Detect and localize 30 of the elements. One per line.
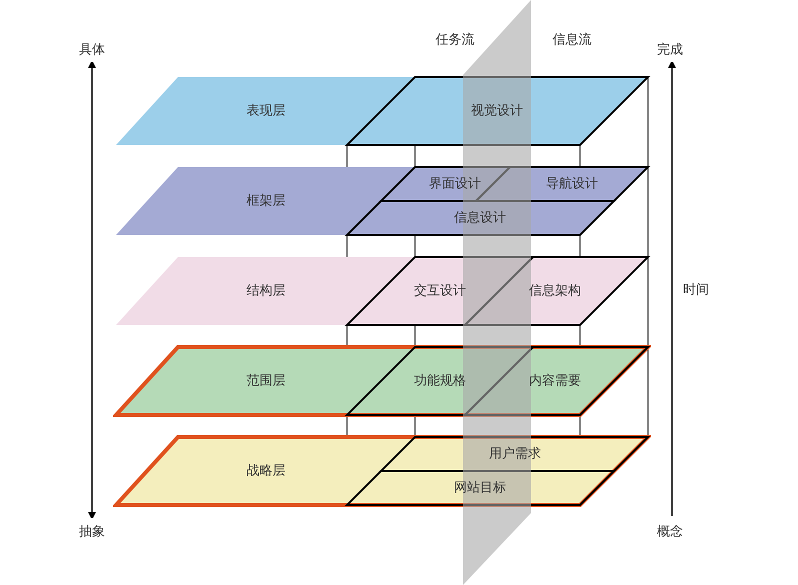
axis-label: 完成	[657, 44, 683, 56]
layer-plane	[113, 74, 651, 148]
layer-plane	[113, 164, 651, 238]
axis-label: 信息流	[552, 34, 592, 46]
plane-section	[344, 468, 617, 508]
axis-label: 时间	[683, 284, 709, 296]
section-label: 用户需求	[489, 448, 541, 460]
axis-label: 具体	[79, 44, 105, 56]
axis-label: 任务流	[436, 34, 474, 46]
layer-label: 表现层	[246, 104, 286, 118]
axis-label: 抽象	[79, 526, 105, 538]
section-label: 信息架构	[529, 284, 581, 298]
section-label: 内容需要	[529, 374, 581, 388]
section-label: 视觉设计	[471, 104, 523, 118]
layer-label: 框架层	[246, 194, 286, 208]
section-label: 交互设计	[414, 284, 466, 298]
section-label: 导航设计	[546, 178, 598, 190]
layer-label: 战略层	[246, 464, 286, 478]
section-label: 界面设计	[429, 178, 481, 190]
section-label: 功能规格	[414, 374, 466, 388]
section-label: 信息设计	[454, 212, 506, 224]
plane-section	[344, 74, 651, 148]
layer-plane	[113, 344, 651, 418]
section-label: 网站目标	[454, 482, 506, 494]
layer-label: 范围层	[246, 374, 286, 388]
layer-plane	[113, 434, 651, 508]
layer-label: 结构层	[246, 284, 286, 298]
plane-section	[344, 198, 617, 238]
layer-plane	[113, 254, 651, 328]
axis-label: 概念	[657, 526, 683, 538]
